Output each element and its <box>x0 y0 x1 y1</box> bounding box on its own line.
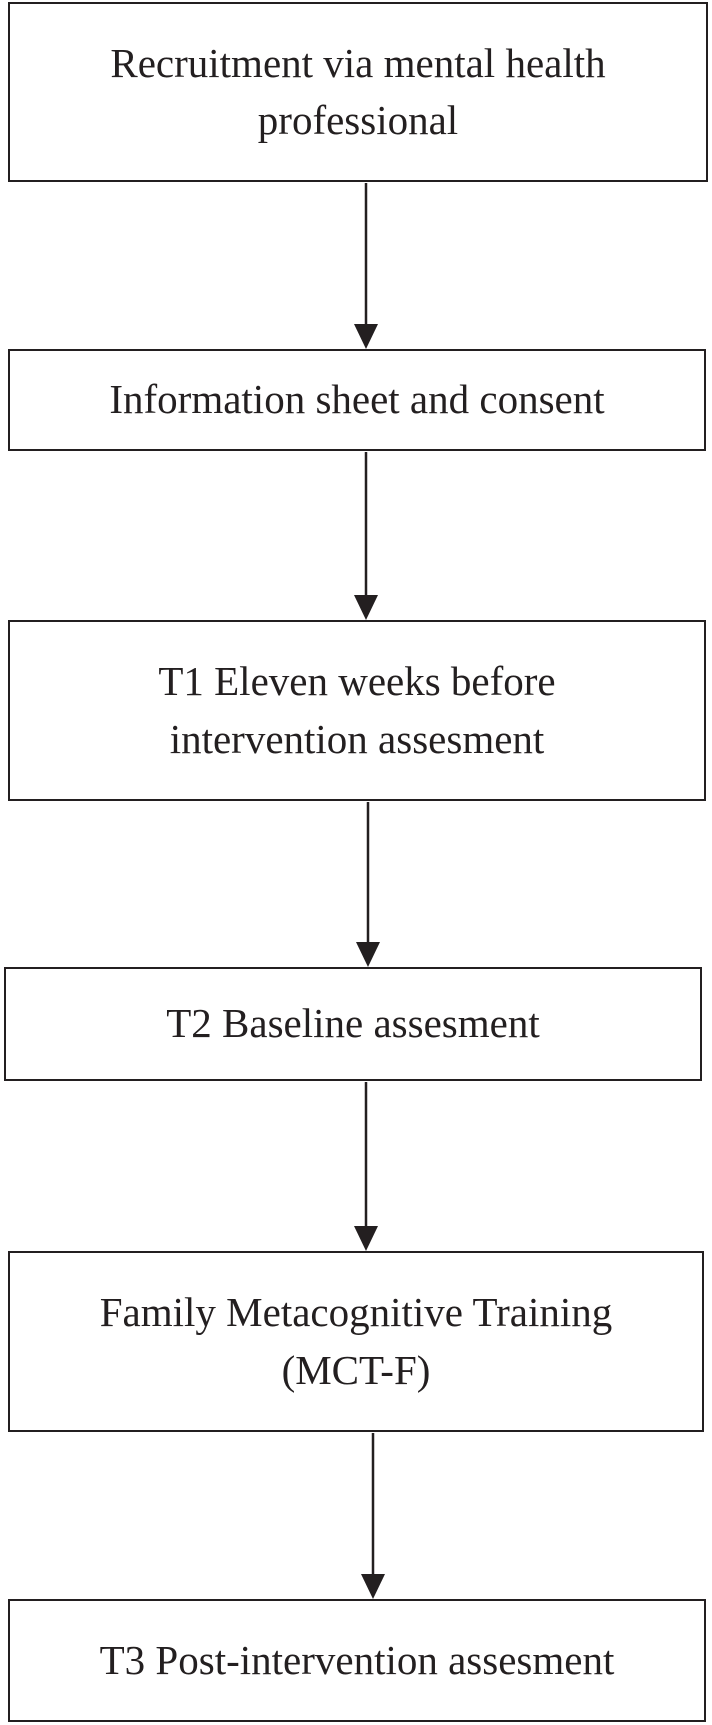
arrow-mct-f-to-t3 <box>361 1433 385 1599</box>
step-t3-box: T3 Post-intervention assesment <box>8 1599 706 1722</box>
step-consent-box: Information sheet and consent <box>8 349 706 451</box>
step-t2-box: T2 Baseline assesment <box>4 967 702 1081</box>
step-t3-label: T3 Post-intervention assesment <box>99 1636 615 1683</box>
arrow-consent-to-t1 <box>354 452 378 620</box>
step-consent-label: Information sheet and consent <box>109 376 605 423</box>
step-t1-label: T1 Eleven weeks before intervention asse… <box>158 658 556 762</box>
arrowhead-icon <box>356 942 380 967</box>
arrow-t1-to-t2 <box>356 802 380 967</box>
arrow-recruitment-to-consent <box>354 183 378 349</box>
step-mct-f-box: Family Metacognitive Training (MCT-F) <box>8 1251 704 1432</box>
arrowhead-icon <box>354 595 378 620</box>
arrowhead-icon <box>354 1226 378 1251</box>
step-mct-f-label: Family Metacognitive Training (MCT-F) <box>99 1289 613 1393</box>
step-t1-box: T1 Eleven weeks before intervention asse… <box>8 620 706 801</box>
arrowhead-icon <box>361 1574 385 1599</box>
arrow-t2-to-mct-f <box>354 1082 378 1251</box>
arrowhead-icon <box>354 324 378 349</box>
step-t2-label: T2 Baseline assesment <box>166 1000 540 1047</box>
step-recruitment-label: Recruitment via mental health profession… <box>110 39 606 143</box>
step-recruitment-box: Recruitment via mental health profession… <box>8 2 708 182</box>
